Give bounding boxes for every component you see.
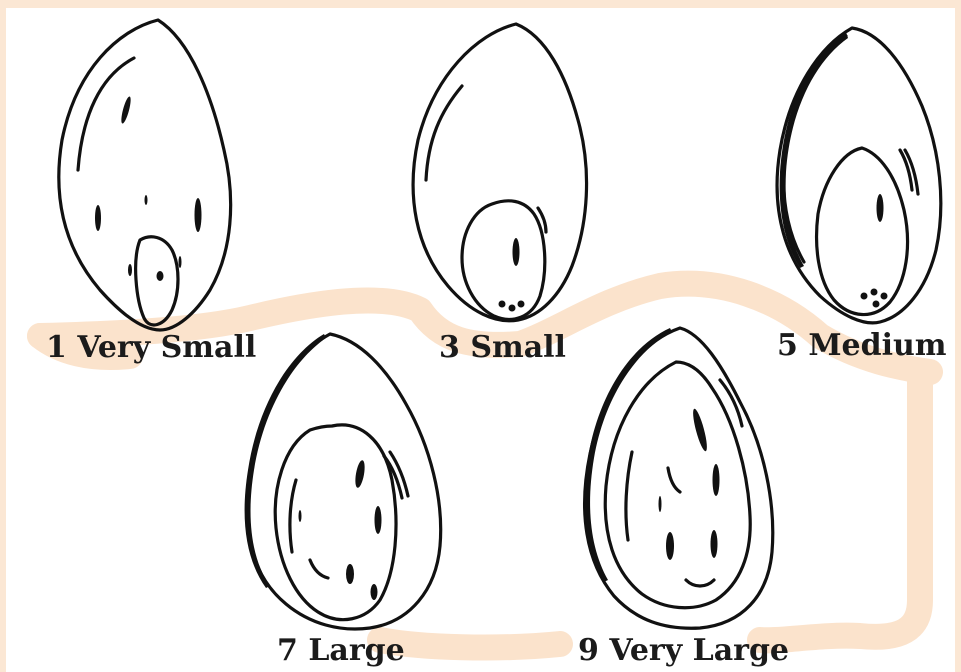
seed-label-large: 7 Large [277,636,405,666]
seed-label-medium: 5 Medium [777,331,947,361]
seed-label-very-small: 1 Very Small [46,333,256,363]
seed-label-small: 3 Small [439,333,566,363]
seed-label-very-large: 9 Very Large [578,636,789,666]
